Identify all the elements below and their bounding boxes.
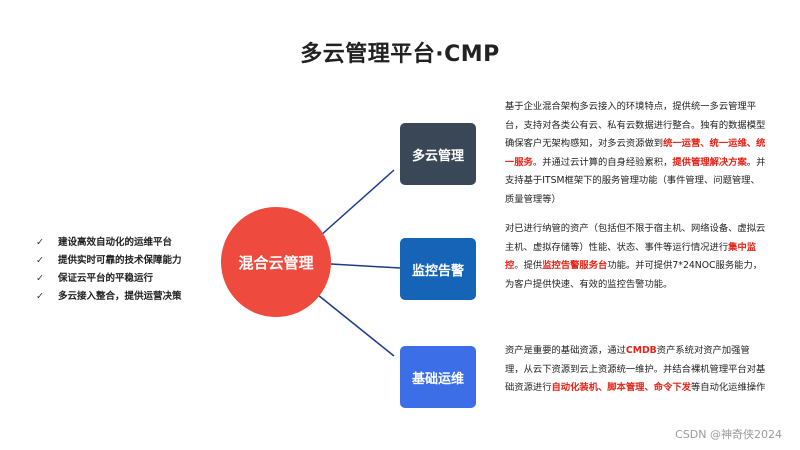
- description-highlight: 自动化装机、脚本管理、命令下发: [551, 382, 691, 393]
- description-monitoring: 对已进行纳管的资产（包括但不限于宿主机、网络设备、虚拟云主机、虚拟存储等）性能、…: [505, 220, 767, 294]
- connector-to-monitoring: [330, 263, 401, 269]
- page-title: 多云管理平台·CMP: [300, 42, 500, 67]
- description-highlight: 集中监控: [505, 241, 757, 272]
- benefit-item: ✓ 保证云平台的平稳运行: [36, 270, 182, 288]
- description-highlight: CMDB: [625, 345, 657, 356]
- connector-to-multicloud: [319, 169, 395, 237]
- node-multicloud-management: 多云管理: [400, 123, 476, 185]
- description-highlight: 提供管理解决方案: [672, 156, 747, 168]
- checkmark-icon: ✓: [36, 291, 44, 302]
- checkmark-icon: ✓: [36, 273, 44, 284]
- benefit-text: 提供实时可靠的技术保障能力: [58, 255, 182, 266]
- benefit-item: ✓ 建设高效自动化的运维平台: [36, 234, 182, 252]
- description-multicloud: 基于企业混合架构多云接入的环境特点，提供统一多云管理平台，支持对各类公有云、私有…: [505, 98, 767, 209]
- description-highlight: 统一运营、统一运维、统一服务: [505, 138, 766, 168]
- description-segment: 。提供: [514, 260, 543, 271]
- description-segment: 。并通过云计算的自身经验累积，: [532, 156, 673, 168]
- hub-circle: 混合云管理: [221, 207, 331, 317]
- description-segment: 功能。并可提供7*24NOC服务能力，为客户提供快速、有效的监控告警功能。: [505, 260, 763, 290]
- benefit-item: ✓ 提供实时可靠的技术保障能力: [36, 252, 182, 270]
- description-segment: 对已进行纳管的资产（包括但不限于宿主机、网络设备、虚拟云主机、虚拟存储等）性能、…: [505, 223, 766, 253]
- checkmark-icon: ✓: [36, 237, 44, 248]
- benefit-list: ✓ 建设高效自动化的运维平台 ✓ 提供实时可靠的技术保障能力 ✓ 保证云平台的平稳运行…: [36, 234, 182, 306]
- benefit-item: ✓ 多云接入整合，提供运营决策: [36, 288, 182, 306]
- node-basic-operations: 基础运维: [400, 346, 476, 408]
- description-segment: 。并支持基于ITSM框架下的服务管理功能（事件管理、问题管理、质量管理等）: [505, 156, 766, 205]
- node-label: 多云管理: [411, 148, 464, 164]
- hub-label: 混合云管理: [238, 253, 314, 272]
- description-segment: 资产是重要的基础资源，通过: [505, 345, 626, 356]
- description-segment: 资产系统对资产加强管理，从云下资源到云上资源统一维护。并结合裸机管理平台对基础资…: [505, 345, 766, 393]
- connector-to-ops: [317, 294, 395, 357]
- node-label: 监控告警: [411, 263, 464, 279]
- description-segment: 等自动化运维操作: [690, 382, 766, 393]
- node-label: 基础运维: [411, 371, 464, 387]
- description-segment: 基于企业混合架构多云接入的环境特点，提供统一多云管理平台，支持对各类公有云、私有…: [505, 101, 766, 149]
- benefit-text: 保证云平台的平稳运行: [58, 273, 154, 284]
- description-operations: 资产是重要的基础资源，通过CMDB资产系统对资产加强管理，从云下资源到云上资源统…: [505, 342, 767, 398]
- checkmark-icon: ✓: [36, 255, 44, 266]
- watermark: CSDN @神奇侠2024: [675, 428, 782, 441]
- node-monitoring-alerts: 监控告警: [400, 238, 476, 300]
- benefit-text: 多云接入整合，提供运营决策: [58, 291, 182, 302]
- benefit-text: 建设高效自动化的运维平台: [58, 237, 173, 248]
- description-highlight: 监控告警服务台: [542, 260, 608, 271]
